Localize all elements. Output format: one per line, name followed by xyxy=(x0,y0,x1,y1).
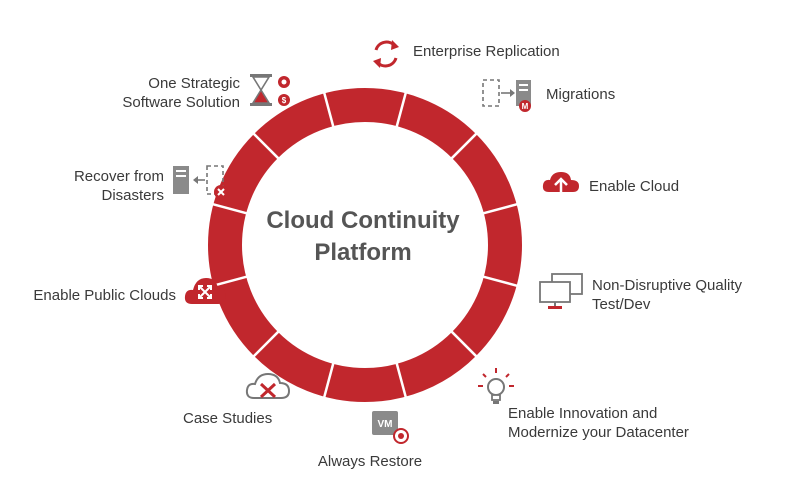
item-label-line-2: Test/Dev xyxy=(592,296,651,313)
item-label-line-2: Modernize your Datacenter xyxy=(508,424,689,441)
ring-circle xyxy=(208,88,522,402)
ring-divider xyxy=(395,361,408,399)
item-label-line-1: Enable Innovation and xyxy=(508,405,658,422)
cloud-expand-icon xyxy=(184,278,226,304)
ring-divider xyxy=(211,275,249,288)
ring-divider xyxy=(251,329,281,359)
item-recover-from-disasters: Recover from Disasters xyxy=(40,167,164,205)
item-label-line-1: Non-Disruptive Quality xyxy=(592,277,743,294)
item-case-studies: Case Studies xyxy=(183,410,273,427)
monitors-icon xyxy=(539,273,583,309)
page-title: Cloud Continuity Platform xyxy=(243,205,483,269)
item-enable-public-clouds: Enable Public Clouds xyxy=(33,287,176,304)
vm-restore-icon: VM xyxy=(372,411,409,444)
ring-divider xyxy=(481,275,519,288)
ring-divider xyxy=(395,91,408,129)
server-migration-icon: M xyxy=(482,79,531,112)
item-enable-innovation: Enable Innovation and Modernize your Dat… xyxy=(508,404,689,442)
cloud-upload-icon xyxy=(542,172,579,200)
item-enterprise-replication: Enterprise Replication xyxy=(413,43,560,60)
title-line-2: Platform xyxy=(314,239,412,266)
item-one-strategic-software-solution: One Strategic Software Solution xyxy=(90,74,240,112)
ring-divider xyxy=(322,91,335,129)
ring-dividers xyxy=(211,91,519,399)
ring-divider xyxy=(251,131,281,161)
item-label-line-1: Recover from xyxy=(73,168,164,185)
ring-divider xyxy=(322,361,335,399)
svg-text:$: $ xyxy=(282,96,287,105)
ring-divider xyxy=(449,131,479,161)
item-enable-cloud: Enable Cloud xyxy=(589,178,680,195)
item-migrations: Migrations xyxy=(546,86,616,103)
server-recover-icon xyxy=(173,165,228,199)
ring-divider xyxy=(211,202,249,215)
vm-badge: VM xyxy=(378,419,393,430)
title-line-1: Cloud Continuity xyxy=(266,207,460,234)
cloud-tools-icon xyxy=(245,372,291,399)
item-label-line-1: One Strategic xyxy=(148,75,240,92)
lightbulb-icon xyxy=(478,368,514,404)
item-non-disruptive-test-dev: Non-Disruptive Quality Test/Dev xyxy=(592,276,742,314)
item-label-line-2: Software Solution xyxy=(122,94,240,111)
item-label-line-2: Disasters xyxy=(101,187,164,204)
sync-arrows-icon xyxy=(373,40,399,68)
ring-divider xyxy=(481,202,519,215)
item-always-restore: Always Restore xyxy=(317,453,423,470)
svg-text:M: M xyxy=(522,102,529,111)
hourglass-gear-dollar-icon: $ xyxy=(250,74,290,106)
ring-divider xyxy=(449,329,479,359)
